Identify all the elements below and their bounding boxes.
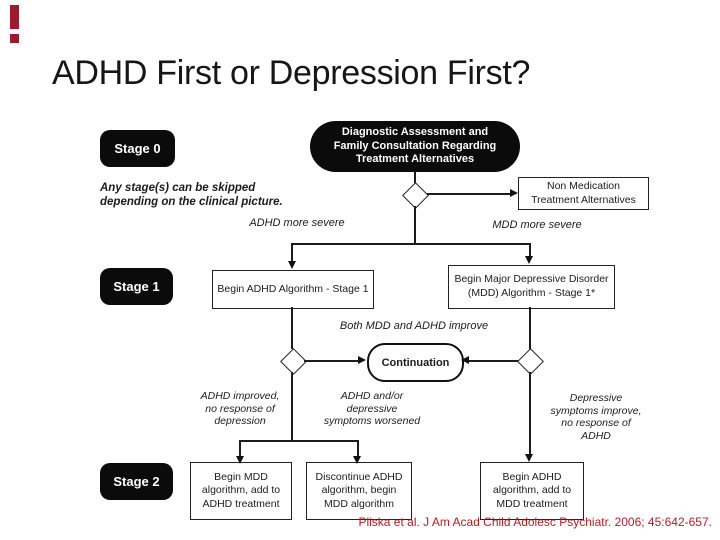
accent-bar: [10, 5, 19, 29]
label-adhd-more-severe: ADHD more severe: [249, 217, 345, 229]
arrowhead-down-icon: [236, 456, 244, 464]
connector: [239, 440, 358, 442]
slide-title: ADHD First or Depression First?: [52, 54, 531, 92]
connector: [357, 440, 359, 457]
continuation-node: Continuation: [367, 343, 464, 382]
arrowhead-down-icon: [525, 256, 533, 264]
connector: [304, 360, 358, 362]
decision-diamond-right: [517, 348, 544, 375]
connector: [469, 360, 518, 362]
citation: Pliska et al. J Am Acad Child Adolesc Ps…: [358, 515, 712, 529]
non-medication-node: Non Medication Treatment Alternatives: [518, 177, 649, 210]
label-symptoms-worsened: ADHD and/or depressive symptoms worsened: [323, 390, 421, 428]
stage1-pill: Stage 1: [100, 268, 173, 305]
discontinue-adhd-node: Discontinue ADHD algorithm, begin MDD al…: [306, 462, 412, 520]
connector: [291, 243, 530, 245]
decision-diamond-left: [280, 348, 307, 375]
connector: [427, 193, 510, 195]
label-depressive-improve: Depressive symptoms improve, no response…: [550, 392, 642, 442]
stage0-pill: Stage 0: [100, 130, 175, 167]
arrowhead-down-icon: [288, 261, 296, 269]
begin-mdd-algorithm-node: Begin Major Depressive Disorder (MDD) Al…: [448, 265, 615, 309]
skip-note: Any stage(s) can be skipped depending on…: [100, 182, 283, 209]
connector: [291, 372, 293, 440]
begin-adhd-algorithm-node: Begin ADHD Algorithm - Stage 1: [212, 270, 374, 309]
decision-diamond-top: [402, 182, 429, 209]
begin-adhd-add-node: Begin ADHD algorithm, add to MDD treatme…: [480, 462, 584, 520]
arrowhead-right-icon: [510, 189, 518, 197]
arrowhead-down-icon: [525, 454, 533, 462]
connector: [529, 243, 531, 257]
arrowhead-left-icon: [461, 356, 469, 364]
connector: [414, 172, 416, 183]
begin-mdd-add-node: Begin MDD algorithm, add to ADHD treatme…: [190, 462, 292, 520]
connector: [414, 206, 416, 243]
label-both-improve: Both MDD and ADHD improve: [339, 320, 489, 332]
connector: [529, 372, 531, 455]
label-adhd-improved: ADHD improved, no response of depression: [200, 390, 280, 428]
accent-square: [10, 34, 19, 43]
connector: [291, 243, 293, 261]
arrowhead-down-icon: [353, 456, 361, 464]
assessment-node: Diagnostic Assessment and Family Consult…: [310, 121, 520, 172]
label-mdd-more-severe: MDD more severe: [492, 219, 582, 231]
connector: [291, 307, 293, 349]
connector: [239, 440, 241, 457]
stage2-pill: Stage 2: [100, 463, 173, 500]
arrowhead-right-icon: [358, 356, 366, 364]
connector: [529, 307, 531, 349]
